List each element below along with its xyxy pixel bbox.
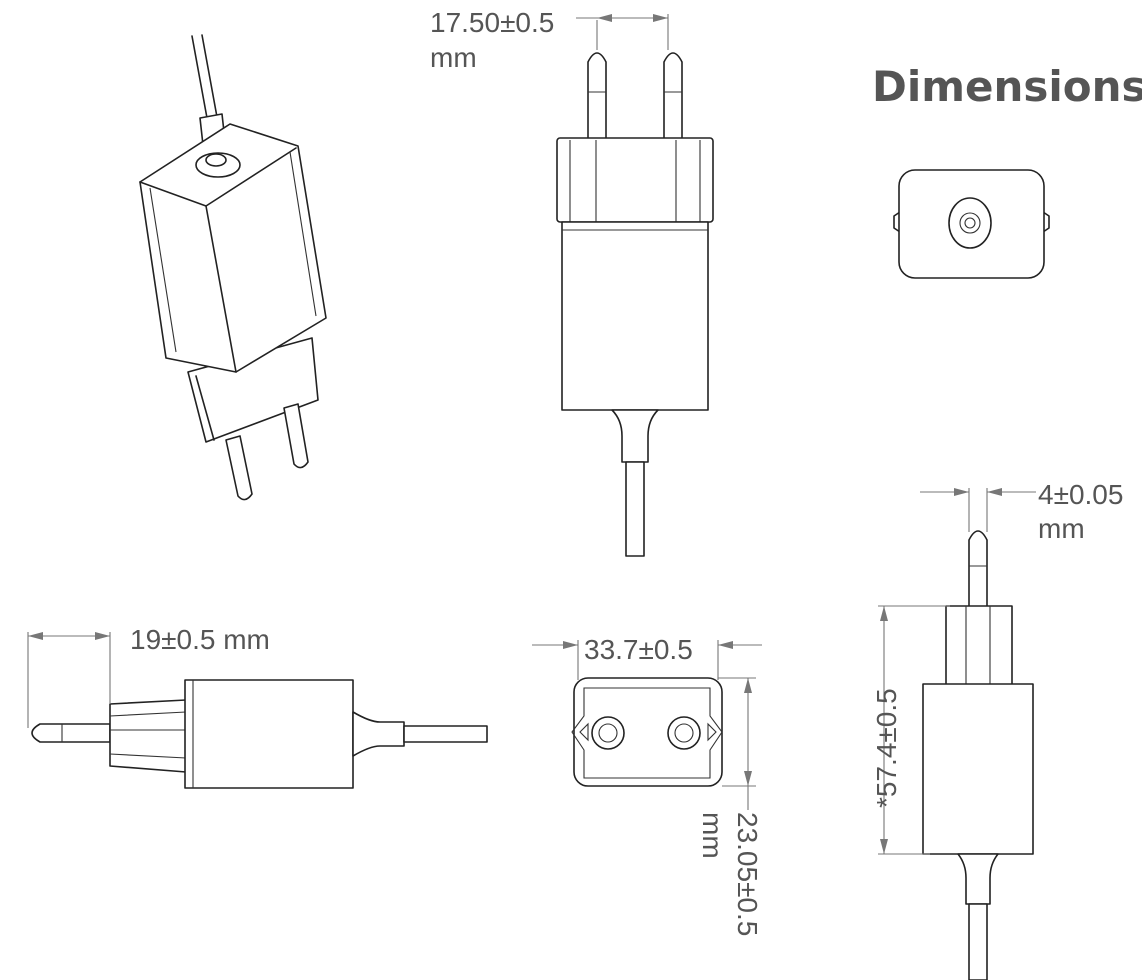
plug-face-hole-left [591, 716, 625, 750]
iso-front-edge [205, 205, 237, 373]
page-title: Dimensions [872, 62, 1142, 111]
side-collar [109, 699, 187, 773]
side-view: 19±0.5 mm [27, 624, 488, 789]
plug-face-outline [571, 687, 723, 779]
pin-diameter-arrows [954, 488, 1002, 496]
pin-diameter-label: 4±0.05 [1038, 479, 1123, 510]
height-label: *57.4±0.5 [871, 688, 902, 808]
pin-diameter-unit: mm [1038, 513, 1085, 544]
plug-face-hole-right-inner [674, 723, 694, 743]
pin-diameter-dimension-lines [920, 488, 1036, 532]
profile-view: 4±0.05 mm *57.4±0.5 [871, 479, 1123, 980]
profile-collar [945, 605, 1013, 687]
profile-collar-lines [965, 606, 991, 686]
front-collar-lines [569, 140, 701, 222]
front-view: 17.50±0.5 mm [430, 7, 714, 557]
pin-length-dimension-lines [27, 632, 111, 728]
plug-face-hole-right [667, 716, 701, 750]
profile-cable [968, 903, 988, 980]
plug-face-notches [579, 722, 717, 742]
iso-pin-left [225, 435, 253, 501]
depth-unit: mm [697, 812, 728, 859]
pin-spacing-dimension-lines [576, 14, 669, 50]
iso-pin-right [283, 403, 309, 469]
iso-plug-edge [195, 375, 215, 441]
profile-strain-relief [957, 853, 999, 905]
front-pin-right [663, 52, 683, 141]
plug-face-hole-left-inner [598, 723, 618, 743]
pin-length-label: 19±0.5 mm [130, 624, 270, 655]
height-dimension-lines [878, 605, 950, 855]
iso-cable-port-inner [205, 153, 227, 167]
front-pin-left [587, 52, 607, 141]
plug-face-view: 33.7±0.5 23.05±0.5 mm [532, 634, 763, 936]
width-label: 33.7±0.5 [584, 634, 693, 665]
side-cable [403, 725, 488, 743]
top-view [893, 169, 1050, 279]
side-collar-lines [109, 711, 187, 759]
side-strain-relief [352, 711, 405, 757]
depth-label: 23.05±0.5 [732, 812, 763, 936]
depth-dimension-lines [718, 677, 756, 810]
pin-spacing-arrows [597, 14, 668, 22]
front-cable [625, 461, 645, 557]
iso-cable [191, 34, 218, 119]
profile-pin [968, 530, 988, 609]
pin-spacing-label: 17.50±0.5 [430, 7, 554, 38]
isometric-view [139, 34, 327, 501]
front-body [561, 221, 709, 411]
iso-body [139, 123, 327, 373]
top-view-port-outer [948, 197, 992, 249]
side-pin [31, 723, 111, 743]
front-strain-relief [611, 409, 659, 463]
side-body [184, 679, 354, 789]
front-collar [556, 137, 714, 223]
profile-body [922, 683, 1034, 855]
top-view-port-ring [959, 212, 981, 234]
pin-spacing-unit: mm [430, 42, 477, 73]
iso-side-lines [149, 151, 317, 353]
top-view-port-center [964, 217, 976, 229]
width-dimension-lines [532, 640, 762, 680]
